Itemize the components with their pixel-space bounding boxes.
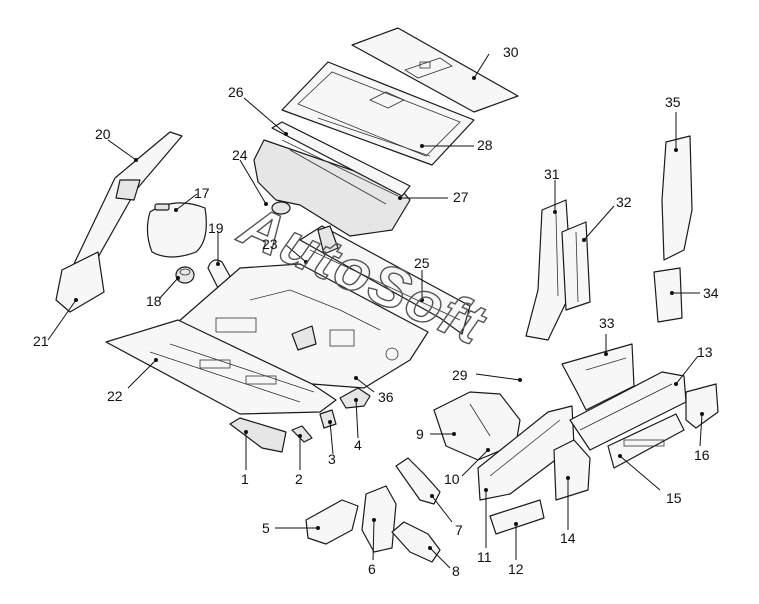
part-3-bracket <box>319 409 337 429</box>
part-27-rear-header <box>253 121 411 237</box>
leader-dots <box>74 76 704 550</box>
part-9-wheel-arch <box>433 391 521 461</box>
part-12-plate <box>489 499 545 535</box>
part-31-pillar <box>525 199 573 341</box>
part-4-bracket <box>339 387 371 409</box>
part-5-rail <box>305 499 359 545</box>
part-8-rail <box>391 521 441 563</box>
label-6: 6 <box>368 561 376 577</box>
part-22-front-floor <box>105 319 337 415</box>
label-21: 21 <box>33 333 49 349</box>
label-35: 35 <box>665 94 681 110</box>
label-10: 10 <box>444 471 460 487</box>
label-7: 7 <box>455 522 463 538</box>
part-6-rail <box>361 485 397 553</box>
part-32-pillar <box>561 221 591 311</box>
part-2-bracket <box>291 425 313 443</box>
part-36-rear-floor <box>177 263 429 389</box>
part-33-tray <box>561 343 635 411</box>
label-9: 9 <box>416 426 424 442</box>
label-34: 34 <box>703 285 719 301</box>
part-17-sun-visor <box>146 202 207 258</box>
label-26: 26 <box>228 84 244 100</box>
part-7-rail <box>395 457 441 505</box>
part-20-left-pillar <box>55 131 183 313</box>
label-22: 22 <box>107 388 123 404</box>
label-17: 17 <box>194 185 210 201</box>
label-28: 28 <box>477 137 493 153</box>
label-12: 12 <box>508 561 524 577</box>
label-32: 32 <box>616 194 632 210</box>
label-33: 33 <box>599 315 615 331</box>
label-15: 15 <box>666 490 682 506</box>
label-4: 4 <box>354 437 362 453</box>
part-35-side-trim <box>661 135 693 261</box>
label-27: 27 <box>453 189 469 205</box>
part-25-cross-member <box>299 225 471 335</box>
label-8: 8 <box>452 563 460 579</box>
leader-lines <box>47 53 703 569</box>
label-30: 30 <box>503 44 519 60</box>
label-14: 14 <box>560 530 576 546</box>
label-11: 11 <box>477 549 492 565</box>
part-15-rail <box>607 413 685 469</box>
label-36: 36 <box>378 389 394 405</box>
part-24-bracket <box>271 201 291 215</box>
label-24: 24 <box>232 147 248 163</box>
label-1: 1 <box>241 471 249 487</box>
label-19: 19 <box>208 220 224 236</box>
part-16-bracket <box>685 383 719 429</box>
part-14-rail <box>553 439 591 501</box>
label-13: 13 <box>697 344 713 360</box>
part-18-clip <box>175 266 195 284</box>
part-30-roof-panel <box>351 27 519 113</box>
part-28-roof <box>281 61 475 166</box>
callout-labels: 30 28 27 26 24 23 25 20 17 19 18 21 22 3… <box>33 44 719 579</box>
label-18: 18 <box>146 293 162 309</box>
label-2: 2 <box>295 471 303 487</box>
label-20: 20 <box>95 126 111 142</box>
part-13-rail <box>569 371 687 451</box>
part-34-panel <box>653 267 683 323</box>
label-23: 23 <box>262 236 278 252</box>
label-31: 31 <box>544 166 560 182</box>
label-29: 29 <box>452 367 468 383</box>
label-3: 3 <box>328 451 336 467</box>
part-1-bracket <box>229 417 287 453</box>
label-5: 5 <box>262 520 270 536</box>
label-25: 25 <box>414 255 430 271</box>
label-16: 16 <box>694 447 710 463</box>
